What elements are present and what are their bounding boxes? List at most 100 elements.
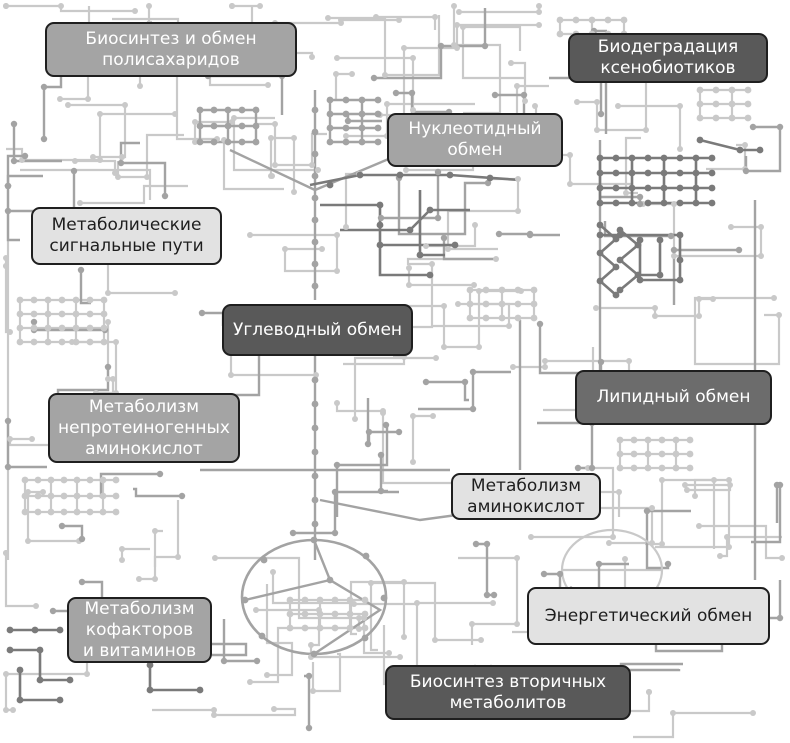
metabolite-node — [710, 296, 716, 302]
metabolite-node — [596, 221, 604, 229]
metabolite-node — [331, 596, 339, 604]
pathway-line — [153, 529, 163, 567]
pathway-line — [685, 483, 732, 492]
metabolite-node — [315, 167, 321, 173]
metabolite-node — [482, 300, 490, 308]
metabolite-node — [156, 470, 164, 478]
metabolite-node — [331, 624, 339, 632]
metabolite-node — [515, 208, 521, 214]
metabolite-node — [343, 133, 349, 139]
pathway-line — [304, 674, 311, 728]
metabolite-node — [520, 91, 528, 99]
metabolite-node — [122, 102, 128, 108]
metabolite-node — [34, 476, 42, 484]
metabolite-node — [373, 14, 379, 20]
metabolite-node — [258, 632, 266, 640]
metabolite-node — [291, 135, 297, 141]
metabolite-node — [377, 451, 385, 459]
metabolite-node — [376, 241, 384, 249]
metabolite-node — [73, 476, 81, 484]
metabolite-node — [441, 303, 447, 309]
metabolite-node — [311, 400, 319, 408]
metabolite-node — [616, 436, 624, 444]
metabolite-node — [604, 16, 612, 24]
metabolite-node — [686, 464, 694, 472]
metabolite-node — [596, 277, 604, 285]
pathway-line — [99, 472, 160, 498]
metabolite-node — [210, 138, 218, 146]
pathway-line — [598, 224, 618, 296]
metabolite-node — [21, 508, 29, 516]
pathway-line — [369, 581, 481, 652]
pathway-line — [446, 177, 520, 251]
metabolite-node — [532, 103, 538, 109]
metabolite-node — [309, 54, 315, 60]
metabolite-node — [658, 464, 666, 472]
metabolite-node — [596, 154, 604, 162]
metabolite-node — [311, 238, 319, 246]
metabolite-node — [25, 538, 31, 544]
metabolite-node — [349, 71, 355, 77]
metabolite-node — [97, 111, 103, 117]
metabolite-node — [313, 372, 319, 378]
metabolite-node — [6, 626, 14, 634]
metabolite-node — [34, 492, 42, 500]
metabolite-node — [370, 74, 378, 82]
label-carbohydrate-metabolism: Углеводный обмен — [222, 304, 413, 356]
label-nonproteinogenic-amino-acid-metabolism: Метаболизм непротеиногенных аминокислот — [48, 393, 240, 463]
metabolite-node — [612, 154, 620, 162]
metabolite-node — [282, 246, 288, 252]
metabolite-node — [301, 610, 309, 618]
metabolite-node — [132, 8, 138, 14]
metabolite-node — [212, 555, 218, 561]
metabolite-node — [100, 324, 108, 332]
metabolite-node — [686, 436, 694, 444]
metabolite-node — [451, 3, 457, 9]
metabolite-node — [86, 296, 94, 304]
metabolite-node — [78, 535, 86, 543]
metabolite-node — [352, 416, 358, 422]
metabolite-node — [670, 246, 678, 254]
metabolite-node — [636, 276, 644, 284]
metabolite-node — [115, 174, 121, 180]
metabolite-node — [615, 103, 621, 109]
metabolite-node — [758, 224, 764, 230]
pathway-line — [335, 403, 383, 413]
metabolite-node — [451, 241, 459, 249]
metabolite-node — [4, 207, 12, 215]
metabolite-node — [672, 464, 680, 472]
metabolite-node — [742, 167, 750, 175]
metabolite-node — [56, 626, 64, 634]
pathway-line — [693, 296, 781, 366]
metabolite-node — [16, 666, 24, 674]
metabolite-node — [646, 689, 652, 695]
metabolite-node — [342, 124, 350, 132]
metabolite-node — [386, 650, 392, 656]
metabolite-node — [644, 464, 652, 472]
metabolite-node — [361, 634, 369, 642]
metabolite-node — [77, 200, 83, 206]
metabolite-node — [100, 310, 108, 318]
pathway-line — [120, 547, 150, 560]
metabolite-node — [144, 174, 150, 180]
metabolite-node — [119, 154, 125, 160]
metabolite-node — [644, 436, 652, 444]
metabolite-node — [289, 529, 297, 537]
metabolite-node — [36, 646, 44, 654]
metabolite-node — [454, 22, 460, 28]
pathway-line — [80, 184, 188, 205]
metabolite-node — [146, 661, 154, 669]
metabolite-node — [728, 86, 736, 94]
metabolite-node — [268, 135, 274, 141]
pathway-line — [744, 125, 782, 173]
metabolite-node — [137, 83, 143, 89]
metabolite-node — [482, 286, 490, 294]
metabolite-node — [72, 338, 80, 346]
metabolite-node — [574, 99, 580, 105]
metabolite-node — [311, 496, 319, 504]
metabolite-node — [612, 184, 620, 192]
pathway-line — [10, 648, 70, 682]
metabolite-node — [728, 114, 736, 122]
metabolite-node — [47, 476, 55, 484]
metabolite-node — [33, 603, 39, 609]
